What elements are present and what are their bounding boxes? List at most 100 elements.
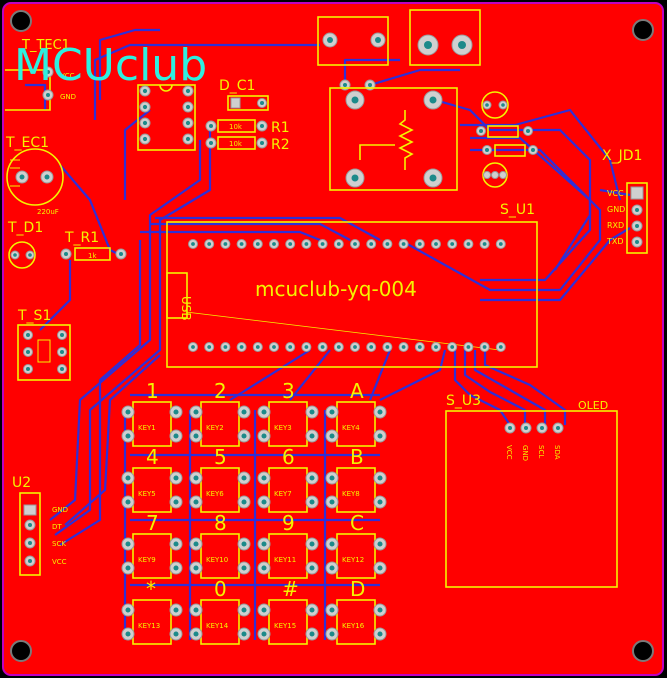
keypad-key-name: KEY5 <box>138 490 156 498</box>
t-r1-label: T_R1 <box>64 230 99 246</box>
keypad-key-name: KEY13 <box>138 622 160 630</box>
keypad-key-name: KEY6 <box>206 490 224 498</box>
x-jd1-pin-gnd: GND <box>607 205 625 214</box>
keypad-label: # <box>282 577 299 601</box>
keypad-matrix: 1KEY12KEY23KEY3AKEY44KEY55KEY66KEY7BKEY8… <box>121 379 387 645</box>
u2-pin-1: GND <box>52 506 68 514</box>
keypad-key-name: KEY12 <box>342 556 364 564</box>
copper-traces <box>25 28 631 640</box>
oled-pin-sda: SDA <box>553 445 561 460</box>
keypad-label: 5 <box>214 445 227 469</box>
t-ec1-capacitor <box>6 148 64 206</box>
keypad-key: D KEY16 <box>325 577 387 645</box>
oled-pin-vcc: VCC <box>505 445 513 460</box>
keypad-key: # KEY15 <box>257 577 319 645</box>
t-tec1-vcc-label: VCC <box>60 72 75 80</box>
x-jd1-pin-txd: TXD <box>606 237 624 246</box>
mounting-hole-top-right <box>632 19 654 41</box>
t-s1-label: T_S1 <box>17 308 51 324</box>
keypad-label: 6 <box>282 445 295 469</box>
oled-footprint <box>445 410 618 588</box>
keypad-key: A KEY4 <box>325 379 387 447</box>
keypad-key: * KEY13 <box>121 577 183 645</box>
board-model-label: mcuclub-yq-004 <box>255 277 417 301</box>
t-d1-label: T_D1 <box>7 220 43 236</box>
x-jd1-connector <box>626 182 648 254</box>
u2-pin-4: VCC <box>52 558 67 566</box>
keypad-label: 7 <box>146 511 159 535</box>
keypad-label: C <box>350 511 364 535</box>
d-c1-label: D_C1 <box>219 78 255 94</box>
x-jd1-label: X_JD1 <box>602 148 642 164</box>
r2-value: 10k <box>229 140 243 148</box>
keypad-label: D <box>350 577 365 601</box>
mounting-hole-bottom-left <box>10 640 32 662</box>
mounting-hole-top-left <box>10 10 32 32</box>
keypad-key-name: KEY10 <box>206 556 228 564</box>
t-ec1-label: T_EC1 <box>5 135 49 151</box>
u2-header <box>19 492 41 576</box>
oled-ref-label: S_U3 <box>446 393 481 409</box>
keypad-label: 3 <box>282 379 295 403</box>
keypad-label: B <box>350 445 364 469</box>
keypad-key-name: KEY4 <box>342 424 360 432</box>
keypad-key-name: KEY1 <box>138 424 156 432</box>
usb-label: USB <box>179 296 193 321</box>
oled-pin-gnd: GND <box>521 445 529 461</box>
r1-resistor <box>205 119 268 133</box>
t-d1-led <box>8 241 36 269</box>
keypad-key: B KEY8 <box>325 445 387 513</box>
r2-resistor <box>205 136 268 150</box>
j-r1-resistor <box>476 125 533 138</box>
keypad-label: 4 <box>146 445 159 469</box>
u2-label: U2 <box>12 475 31 491</box>
keypad-label: 8 <box>214 511 227 535</box>
potentiometer-block <box>329 87 458 191</box>
oled-pin-scl: SCL <box>537 445 545 458</box>
keypad-key-name: KEY15 <box>274 622 296 630</box>
keypad-key-name: KEY16 <box>342 622 365 630</box>
u2-pin-3: SCK <box>52 540 66 548</box>
x-jd1-pin-rxd: RXD <box>607 221 624 230</box>
t-tec1-footprint <box>5 66 54 111</box>
u2-pin-2: DT <box>52 523 62 531</box>
oled-label: OLED <box>578 399 608 412</box>
j-tec1-connector <box>317 9 481 91</box>
keypad-key-name: KEY3 <box>274 424 292 432</box>
t-ec1-value: 220uF <box>37 208 59 216</box>
r1-label: R1 <box>271 120 290 136</box>
keypad-key-name: KEY14 <box>206 622 229 630</box>
keypad-label: A <box>350 379 364 403</box>
keypad-key-name: KEY9 <box>138 556 156 564</box>
keypad-label: 1 <box>146 379 159 403</box>
t-tec1-label: T_TEC1 <box>21 38 70 53</box>
r1-value: 10k <box>229 123 243 131</box>
d-c1-capacitor <box>227 95 269 111</box>
t-r1-value: 1k <box>88 252 97 260</box>
keypad-key: C KEY12 <box>325 511 387 579</box>
keypad-label: * <box>146 577 156 601</box>
mcu-ref-label: S_U1 <box>500 202 535 218</box>
keypad-key-name: KEY7 <box>274 490 292 498</box>
j-r2-resistor <box>482 144 538 157</box>
keypad-key-name: KEY8 <box>342 490 360 498</box>
mcu-module <box>166 221 538 368</box>
keypad-key-name: KEY2 <box>206 424 224 432</box>
x-jd1-pin-vcc: VCC <box>607 189 624 198</box>
keypad-key-name: KEY11 <box>274 556 296 564</box>
j-d1-led <box>481 91 509 119</box>
eeprom-ic <box>137 84 196 151</box>
